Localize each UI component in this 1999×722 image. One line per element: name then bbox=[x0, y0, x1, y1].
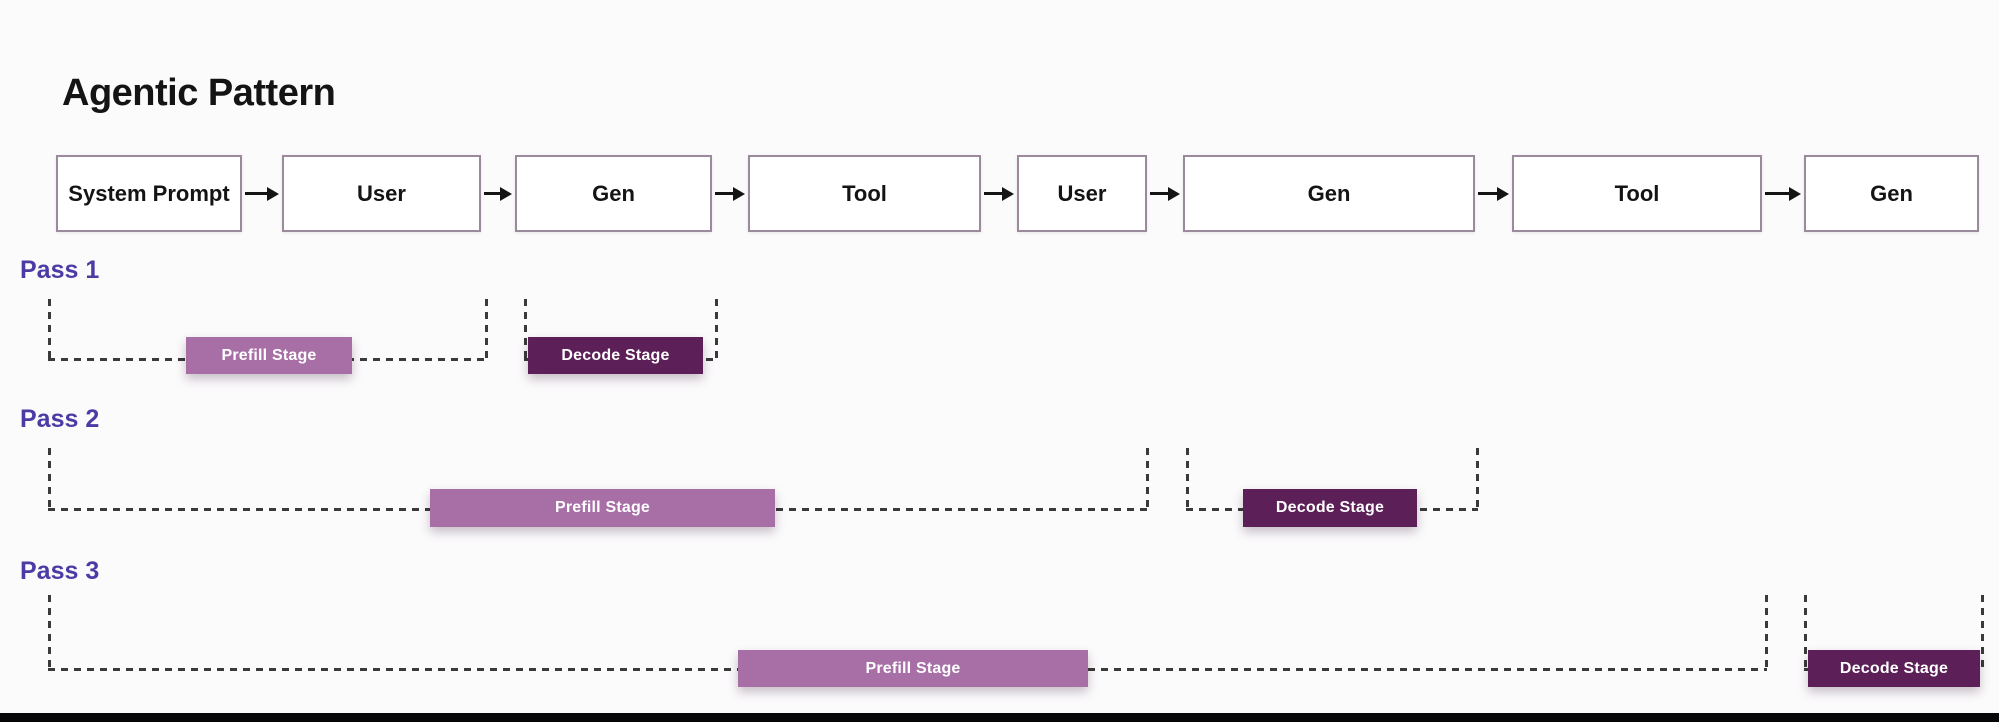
flow-box-tool: Tool bbox=[748, 155, 981, 232]
pass-2-decode-stage-bar: Decode Stage bbox=[1243, 489, 1417, 527]
arrow-right-icon bbox=[733, 186, 745, 201]
flow-arrow-line bbox=[1765, 192, 1791, 195]
pass-2-prefill-tick-start bbox=[48, 448, 51, 508]
pass-3-prefill-tick-start bbox=[48, 595, 51, 668]
pass-label-1: Pass 1 bbox=[20, 256, 100, 284]
arrow-right-icon bbox=[1168, 186, 1180, 201]
stage-bar-label: Prefill Stage bbox=[221, 346, 317, 364]
pass-2-decode-tick-start bbox=[1186, 448, 1189, 508]
flow-box-label: User bbox=[1057, 180, 1107, 206]
pass-3-prefill-tick-end bbox=[1765, 595, 1768, 668]
pass-3-prefill-stage-bar: Prefill Stage bbox=[738, 650, 1088, 687]
pass-3-decode-stage-bar: Decode Stage bbox=[1808, 650, 1980, 687]
pass-label-2: Pass 2 bbox=[20, 405, 100, 433]
flow-arrow-line bbox=[245, 192, 269, 195]
pass-2-prefill-stage-bar: Prefill Stage bbox=[430, 489, 775, 527]
flow-box-label: System Prompt bbox=[68, 180, 230, 206]
stage-bar-label: Prefill Stage bbox=[865, 659, 961, 677]
flow-arrow-line bbox=[484, 192, 502, 195]
stage-bar-label: Decode Stage bbox=[1839, 659, 1949, 677]
flow-box-label: Tool bbox=[1614, 180, 1660, 206]
flow-box-label: Gen bbox=[1307, 180, 1351, 206]
arrow-right-icon bbox=[500, 186, 512, 201]
flow-arrow-line bbox=[1478, 192, 1499, 195]
flow-box-gen: Gen bbox=[1183, 155, 1475, 232]
pass-label-3: Pass 3 bbox=[20, 557, 100, 585]
arrow-right-icon bbox=[267, 186, 279, 201]
flow-box-system-prompt: System Prompt bbox=[56, 155, 242, 232]
stage-bar-label: Decode Stage bbox=[1275, 499, 1385, 516]
flow-arrow-line bbox=[715, 192, 735, 195]
pass-1-prefill-tick-end bbox=[485, 299, 488, 358]
flow-box-label: Gen bbox=[592, 180, 635, 206]
pass-1-decode-tick-end bbox=[715, 299, 718, 358]
pass-1-prefill-tick-start bbox=[48, 299, 51, 358]
flow-box-gen: Gen bbox=[515, 155, 712, 232]
flow-arrow-line bbox=[984, 192, 1004, 195]
stage-bar-label: Decode Stage bbox=[561, 346, 670, 364]
pass-1-decode-stage-bar: Decode Stage bbox=[528, 337, 703, 374]
flow-box-label: Tool bbox=[842, 180, 887, 206]
pass-1-prefill-stage-bar: Prefill Stage bbox=[186, 337, 352, 374]
pass-2-prefill-tick-end bbox=[1146, 448, 1149, 508]
pass-1-decode-tick-start bbox=[524, 299, 527, 358]
page-title: Agentic Pattern bbox=[62, 72, 336, 114]
pass-2-decode-tick-end bbox=[1476, 448, 1479, 508]
arrow-right-icon bbox=[1497, 186, 1509, 201]
arrow-right-icon bbox=[1002, 186, 1014, 201]
flow-box-gen: Gen bbox=[1804, 155, 1979, 232]
pass-3-decode-tick-end bbox=[1981, 595, 1984, 668]
flow-box-label: User bbox=[357, 180, 406, 206]
bottom-bar bbox=[0, 713, 1999, 722]
flow-box-user: User bbox=[1017, 155, 1147, 232]
flow-box-tool: Tool bbox=[1512, 155, 1762, 232]
pass-3-decode-tick-start bbox=[1804, 595, 1807, 668]
stage-bar-label: Prefill Stage bbox=[554, 499, 651, 516]
flow-box-user: User bbox=[282, 155, 481, 232]
arrow-right-icon bbox=[1789, 186, 1801, 201]
flow-box-label: Gen bbox=[1870, 180, 1913, 206]
flow-arrow-line bbox=[1150, 192, 1170, 195]
